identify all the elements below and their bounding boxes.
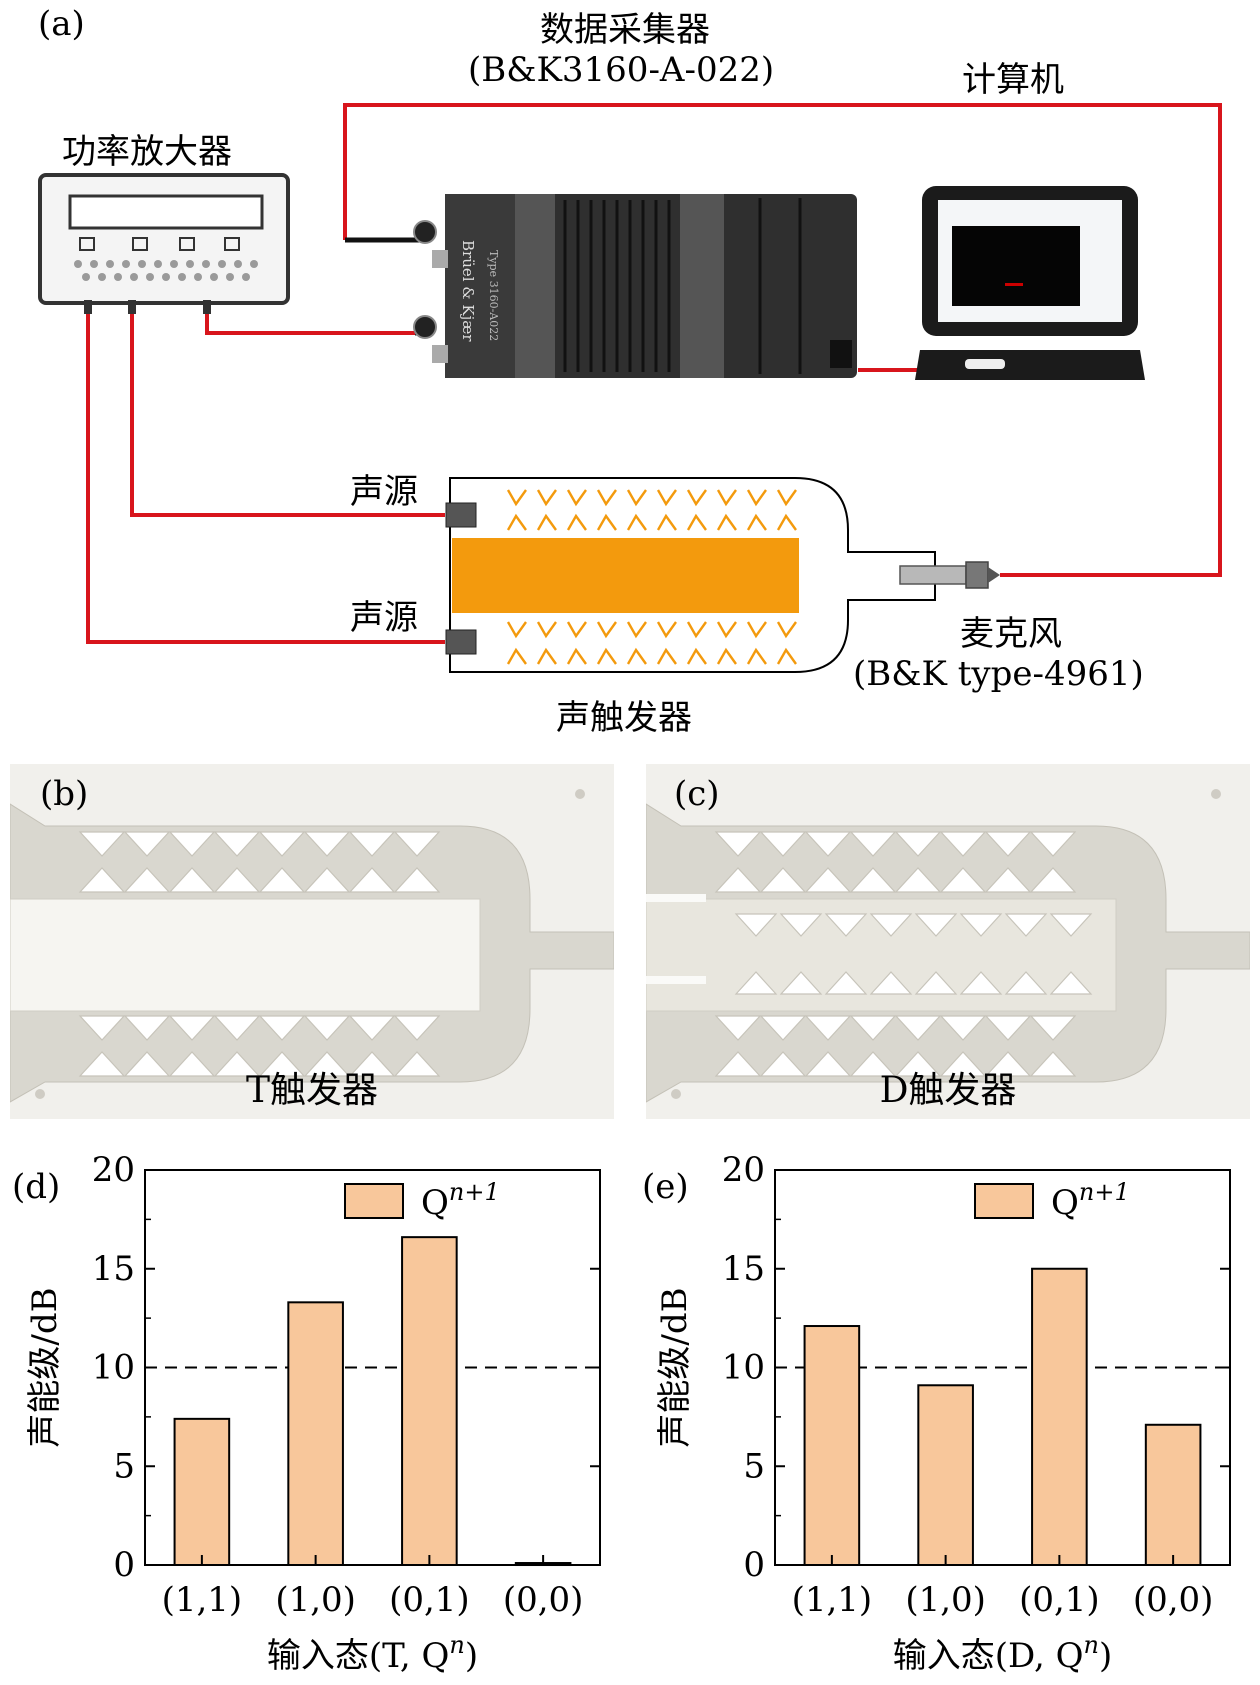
acoustic-trigger: [445, 477, 936, 673]
legend-label: Qn+1: [421, 1178, 500, 1223]
bar-(1,0): [287, 1301, 344, 1566]
bar-(0,0): [1144, 1423, 1202, 1566]
photo-t-trigger: (b) T触发器: [10, 764, 614, 1119]
d-trigger-model-drawing: [646, 764, 1250, 1119]
amplifier-label: 功率放大器: [62, 132, 232, 172]
y-axis-label: 声能级/dB: [655, 1287, 695, 1447]
panel-a-letter: (a): [38, 4, 85, 44]
panel-letter: (e): [642, 1167, 689, 1207]
x-tick-label: (0,0): [503, 1580, 584, 1620]
y-tick-label: 0: [743, 1545, 765, 1585]
source-label-top: 声源: [350, 472, 418, 512]
t-trigger-model-drawing: [10, 764, 614, 1119]
x-tick-label: (1,0): [275, 1580, 356, 1620]
laptop-computer: [915, 186, 1145, 380]
bar-chart-d: 0 5 10 15 20 (1,1) (1,0) (0,1) (0,0) Qn+1 (d) 声能级/d…: [12, 1150, 601, 1676]
d-trigger-caption: D触发器: [879, 1070, 1017, 1111]
photo-d-trigger: (c) D触发器: [646, 764, 1250, 1119]
power-amplifier: [38, 173, 290, 314]
y-tick-label: 10: [92, 1348, 135, 1388]
t-trigger-caption: T触发器: [245, 1070, 378, 1111]
x-tick-label: (1,0): [905, 1580, 986, 1620]
y-tick-label: 5: [113, 1446, 135, 1486]
x-axis-label: 输入态(D, Qn): [893, 1631, 1113, 1676]
daq-brand-text: Brüel & Kjær: [459, 240, 477, 342]
y-tick-label: 5: [743, 1446, 765, 1486]
x-tick-label: (0,1): [1019, 1580, 1100, 1620]
signal-wires: [86, 103, 1222, 644]
y-tick-label: 20: [722, 1150, 765, 1190]
bar-chart-e: 0 5 10 15 20 (1,1) (1,0) (0,1) (0,0) Qn+1 (e) 声能级/d…: [642, 1150, 1231, 1676]
trigger-label: 声触发器: [556, 698, 692, 738]
panel-letter: (d): [12, 1167, 60, 1207]
microphone-model: (B&K type-4961): [853, 654, 1144, 694]
microphone: [899, 561, 1000, 589]
microphone-label: 麦克风: [960, 614, 1062, 654]
legend-label: Qn+1: [1051, 1178, 1130, 1223]
x-tick-label: (1,1): [792, 1580, 873, 1620]
bar-(0,1): [1031, 1267, 1088, 1566]
source-label-bottom: 声源: [350, 598, 418, 638]
legend-swatch: [974, 1183, 1034, 1219]
y-tick-label: 15: [92, 1249, 135, 1289]
x-tick-label: (0,1): [389, 1580, 470, 1620]
y-tick-label: 20: [92, 1150, 135, 1190]
data-acquisition-unit: Brüel & Kjær Type 3160-A022: [345, 194, 857, 378]
y-tick-label: 10: [722, 1348, 765, 1388]
bar-(1,1): [803, 1325, 861, 1566]
x-tick-label: (1,1): [162, 1580, 243, 1620]
x-tick-label: (0,0): [1133, 1580, 1214, 1620]
panel-c-letter: (c): [674, 774, 720, 814]
y-axis-label: 声能级/dB: [25, 1287, 65, 1447]
daq-type-text: Type 3160-A022: [487, 250, 500, 341]
setup-schematic: Brüel & Kjær Type 3160-A022: [38, 103, 1222, 673]
bar-(0,1): [401, 1236, 458, 1567]
panel-b-letter: (b): [40, 774, 89, 814]
y-tick-label: 15: [722, 1249, 765, 1289]
computer-label: 计算机: [962, 60, 1064, 100]
legend-swatch: [344, 1183, 404, 1219]
x-axis-label: 输入态(T, Qn): [267, 1631, 478, 1676]
bar-(1,0): [917, 1384, 974, 1566]
daq-model: (B&K3160-A-022): [468, 50, 775, 90]
bar-(1,1): [173, 1417, 231, 1566]
y-tick-label: 0: [113, 1545, 135, 1585]
daq-label: 数据采集器: [540, 10, 710, 50]
